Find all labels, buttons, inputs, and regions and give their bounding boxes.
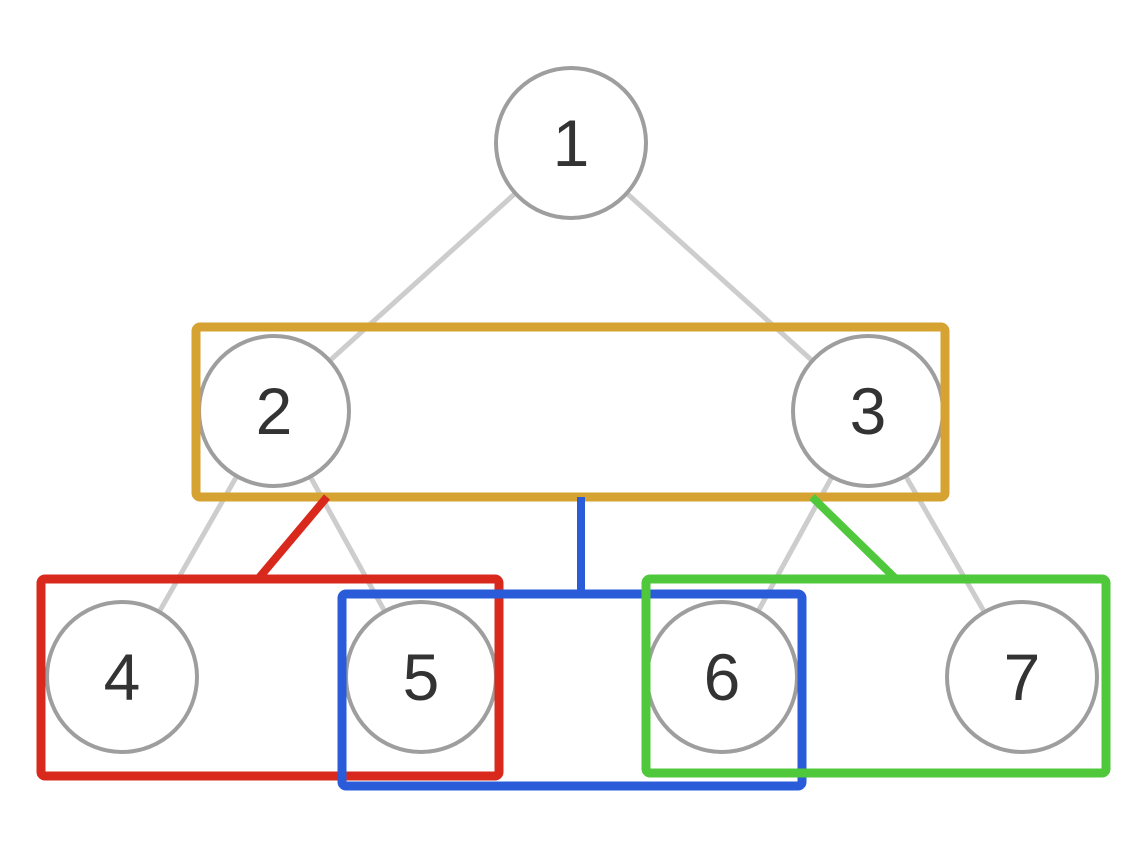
green-group-box (641, 574, 1111, 778)
tree-node-5: 5 (344, 600, 498, 754)
tree-node-7: 7 (945, 600, 1099, 754)
tree-node-3: 3 (791, 334, 945, 488)
tree-node-2: 2 (197, 334, 351, 488)
orange-group-box (191, 322, 950, 502)
tree-node-7-label: 7 (1004, 640, 1041, 714)
blue-group-box (337, 589, 807, 791)
tree-node-4-circle (45, 600, 199, 754)
tree-node-4: 4 (45, 600, 199, 754)
tree-node-7-circle (945, 600, 1099, 754)
connector-orange-to-green-box (809, 494, 899, 582)
tree-node-6: 6 (645, 600, 799, 754)
tree-node-3-label: 3 (850, 374, 887, 448)
tree-node-4-label: 4 (104, 640, 141, 714)
connector-orange-to-red-box (254, 494, 331, 582)
tree-node-5-label: 5 (403, 640, 440, 714)
tree-node-1-label: 1 (553, 106, 590, 180)
tree-node-1-circle (494, 66, 648, 220)
red-group-box (36, 574, 504, 781)
tree-node-1: 1 (494, 66, 648, 220)
tree-node-2-label: 2 (256, 374, 293, 448)
tree-node-6-label: 6 (704, 640, 741, 714)
